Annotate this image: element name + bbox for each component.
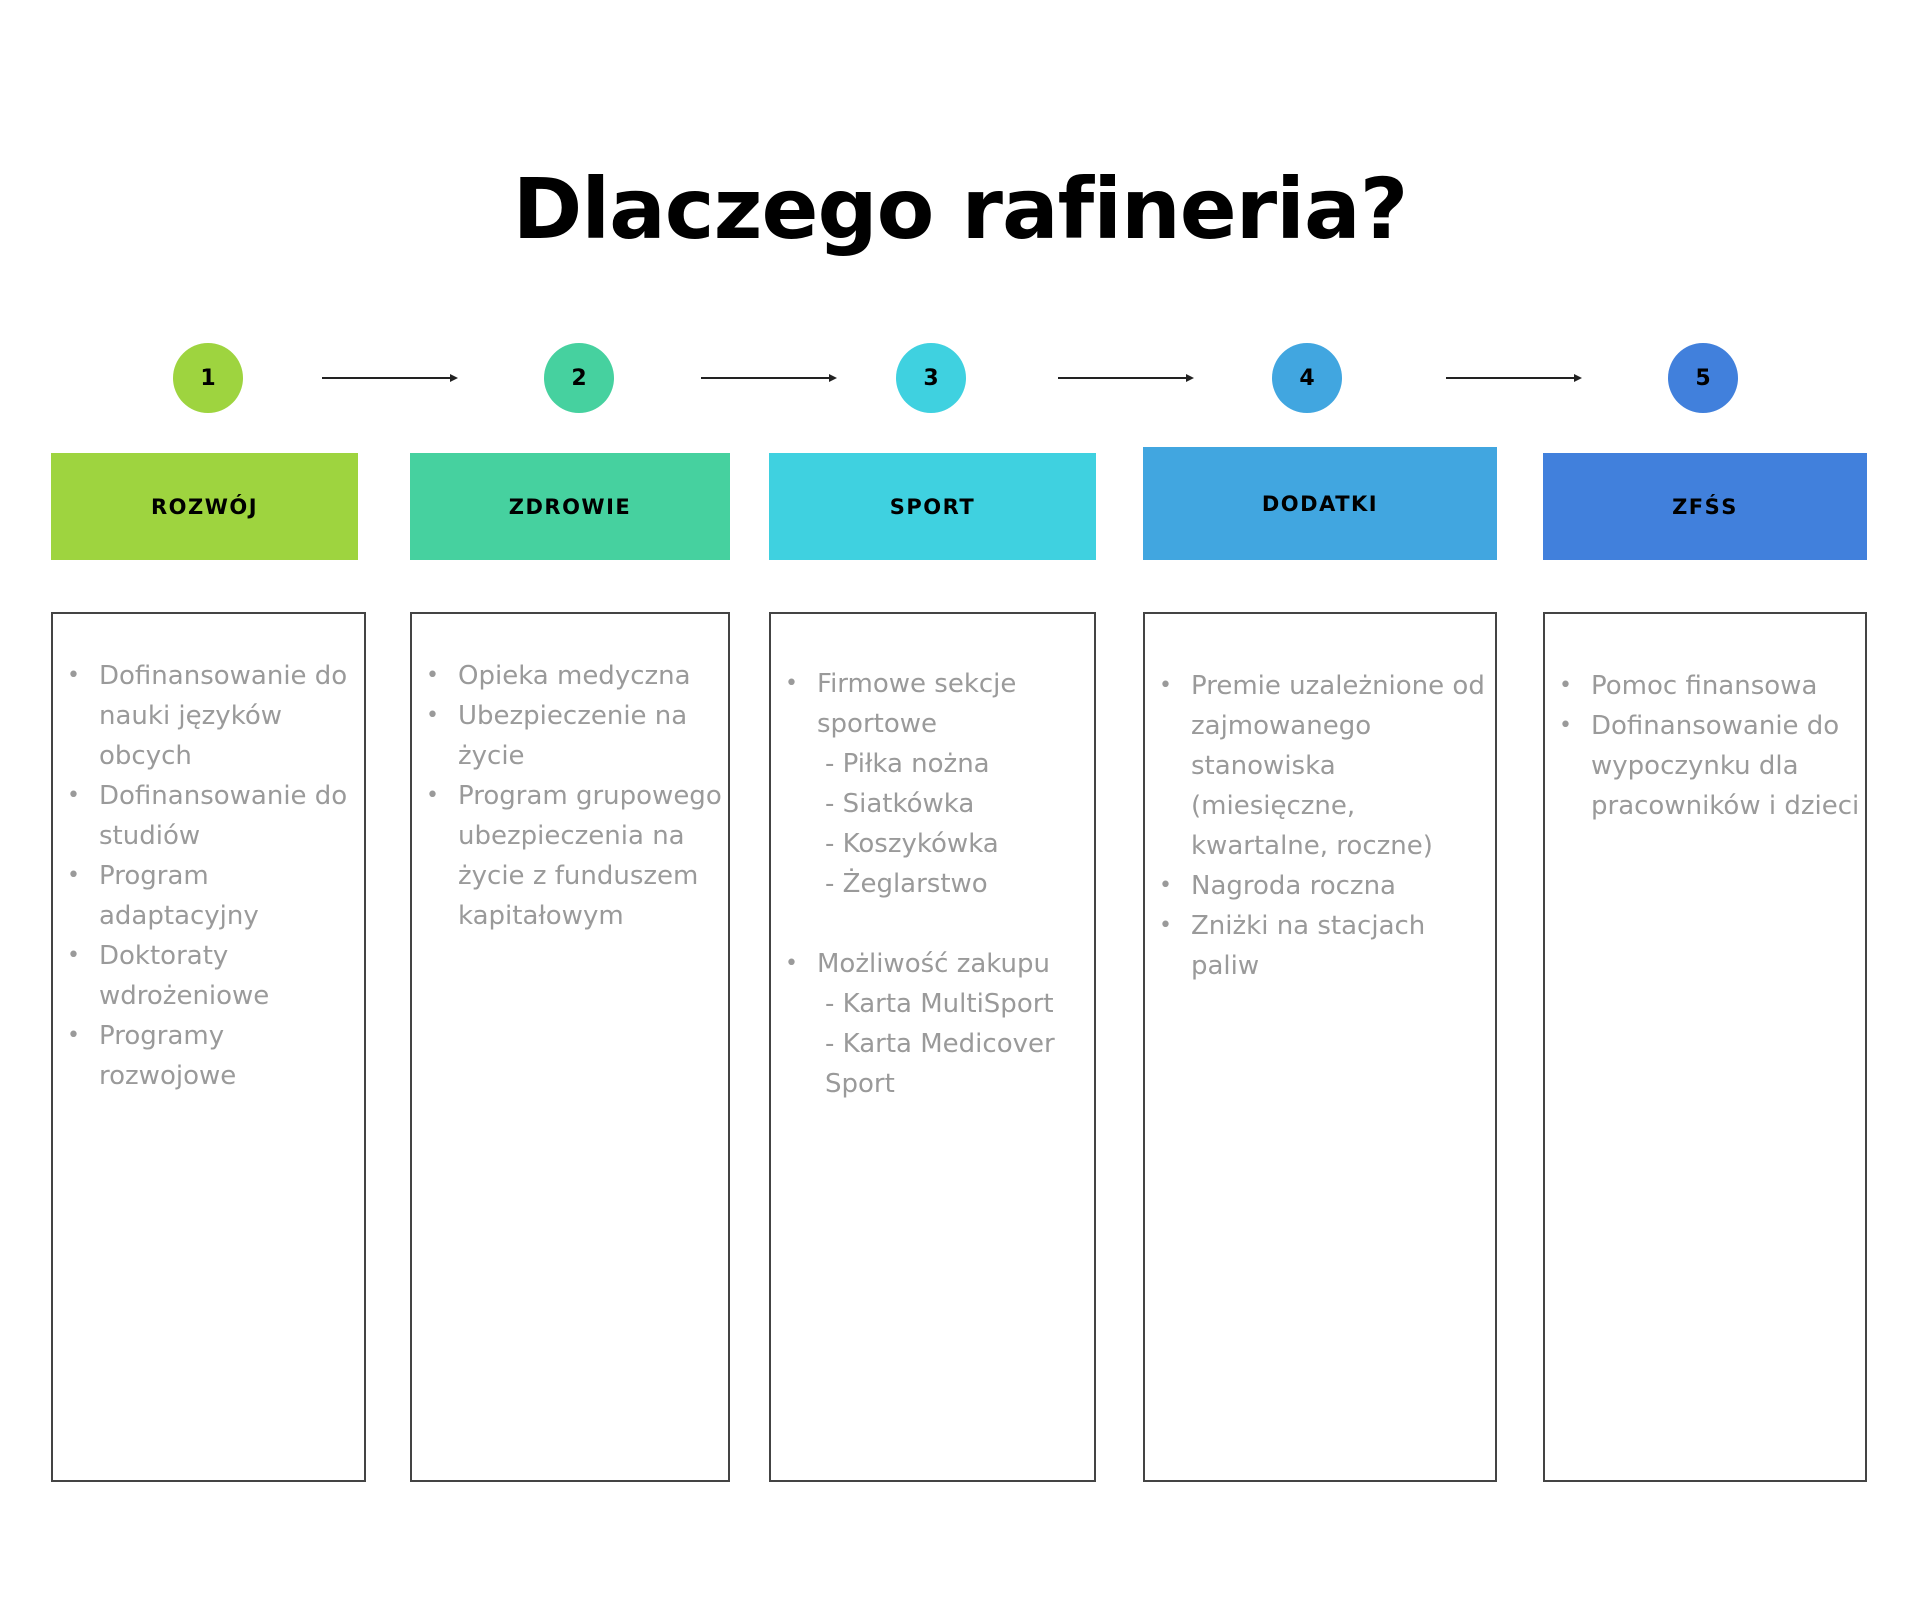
arrow-right-icon <box>1446 374 1582 382</box>
step-3-circle: 3 <box>896 343 966 413</box>
arrow-right-icon <box>701 374 837 382</box>
list-item: Program adaptacyjny <box>53 856 350 936</box>
benefit-list: Firmowe sekcje sportowe - Piłka nożna - … <box>771 664 1082 1104</box>
list-item: Doktoraty wdrożeniowe <box>53 936 350 1016</box>
panel-sport: Firmowe sekcje sportowe - Piłka nożna - … <box>769 612 1096 1482</box>
header-dodatki: DODATKI <box>1143 447 1497 560</box>
arrow-right-icon <box>322 374 458 382</box>
list-item-label: Możliwość zakupu <box>817 949 1051 979</box>
header-rozwoj: ROZWÓJ <box>51 453 358 560</box>
list-item: Możliwość zakupu - Karta MultiSport - Ka… <box>771 944 1082 1104</box>
benefit-list: Dofinansowanie do nauki języków obcych D… <box>53 656 350 1096</box>
list-item: Firmowe sekcje sportowe - Piłka nożna - … <box>771 664 1082 904</box>
header-sport: SPORT <box>769 453 1096 560</box>
panel-zfss: Pomoc finansowa Dofinansowanie do wypocz… <box>1543 612 1867 1482</box>
sub-item: - Piłka nożna <box>825 749 990 779</box>
step-4-circle: 4 <box>1272 343 1342 413</box>
arrow-right-icon <box>1058 374 1194 382</box>
header-zdrowie: ZDROWIE <box>410 453 730 560</box>
step-1-circle: 1 <box>173 343 243 413</box>
list-item: Opieka medyczna <box>412 656 722 696</box>
list-item: Dofinansowanie do studiów <box>53 776 350 856</box>
list-item: Ubezpieczenie na życie <box>412 696 722 776</box>
list-item: Nagroda roczna <box>1145 866 1491 906</box>
sub-item: - Karta MultiSport <box>825 989 1054 1019</box>
list-item: Premie uzależnione od zajmowanego stanow… <box>1145 666 1491 866</box>
panel-rozwoj: Dofinansowanie do nauki języków obcych D… <box>51 612 366 1482</box>
list-item-label: Firmowe sekcje sportowe <box>817 669 1017 739</box>
benefit-list: Premie uzależnione od zajmowanego stanow… <box>1145 666 1491 986</box>
list-item: Programy rozwojowe <box>53 1016 350 1096</box>
list-item: Dofinansowanie do wypoczynku dla pracown… <box>1545 706 1861 826</box>
panel-zdrowie: Opieka medyczna Ubezpieczenie na życie P… <box>410 612 730 1482</box>
page-title: Dlaczego rafineria? <box>512 160 1409 258</box>
list-item: Zniżki na stacjach paliw <box>1145 906 1491 986</box>
sub-item: - Karta Medicover Sport <box>825 1029 1055 1099</box>
step-5-circle: 5 <box>1668 343 1738 413</box>
list-item: Program grupowego ubezpieczenia na życie… <box>412 776 722 936</box>
benefit-list: Opieka medyczna Ubezpieczenie na życie P… <box>412 656 722 936</box>
list-item: Pomoc finansowa <box>1545 666 1861 706</box>
header-zfss: ZFŚS <box>1543 453 1867 560</box>
sub-item: - Żeglarstwo <box>825 869 988 899</box>
benefit-list: Pomoc finansowa Dofinansowanie do wypocz… <box>1545 666 1861 826</box>
panel-dodatki: Premie uzależnione od zajmowanego stanow… <box>1143 612 1497 1482</box>
sub-item: - Koszykówka <box>825 829 999 859</box>
step-2-circle: 2 <box>544 343 614 413</box>
sub-item: - Siatkówka <box>825 789 975 819</box>
list-item: Dofinansowanie do nauki języków obcych <box>53 656 350 776</box>
